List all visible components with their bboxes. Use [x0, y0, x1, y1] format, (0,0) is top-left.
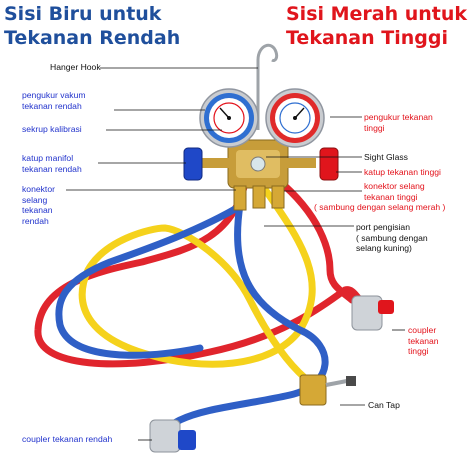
- blue-side-title-line-1: Sisi Biru untuk: [4, 3, 162, 25]
- calibration-screw-label: sekrup kalibrasi: [22, 124, 82, 134]
- charging-port-label: port pengisian ( sambung dengan selang k…: [356, 222, 428, 254]
- low-gauge-label-line-1: pengukur vakum: [22, 90, 86, 100]
- hanger-hook-label: Hanger Hook: [50, 62, 101, 72]
- high-connector-label-line-2: tekanan tinggi: [364, 191, 418, 202]
- low-coupler-label: coupler tekanan rendah: [22, 434, 113, 444]
- yellow-hose: [78, 181, 316, 382]
- high-valve-knob: [286, 147, 339, 181]
- charging-port-label-line-1: port pengisian: [356, 222, 410, 232]
- high-pressure-gauge: [265, 88, 325, 148]
- high-connector-label: konektor selang tekanan tinggi ( sambung…: [314, 181, 445, 213]
- low-pressure-gauge: [199, 88, 259, 148]
- low-coupler: [149, 419, 196, 453]
- red-side-title-line-1: Sisi Merah untuk: [286, 3, 468, 25]
- low-connector-label-line-4: rendah: [22, 215, 49, 226]
- high-coupler: [351, 295, 394, 331]
- red-side-title-line-2: Tekanan Tinggi: [286, 27, 448, 49]
- high-coupler-label-line-1: coupler: [408, 325, 437, 335]
- high-coupler-label: coupler tekanan tinggi: [408, 325, 439, 357]
- low-connector-label: konektor selang tekanan rendah: [22, 184, 55, 226]
- blue-hose-loop: [55, 201, 246, 359]
- low-valve-label-line-1: katup manifol: [22, 153, 74, 163]
- low-gauge-label: pengukur vakum tekanan rendah: [22, 90, 86, 111]
- high-hose-fitting: [271, 185, 285, 209]
- leader-lines: [66, 67, 405, 441]
- low-valve-label: katup manifol tekanan rendah: [22, 153, 82, 174]
- low-valve-knob: [183, 147, 230, 181]
- blue-side-title: Sisi Biru untuk Tekanan Rendah: [4, 2, 180, 50]
- can-tap: [299, 374, 356, 406]
- low-connector-label-line-2: selang: [22, 194, 48, 205]
- high-gauge-label-line-1: pengukur tekanan: [364, 112, 433, 122]
- high-connector-label-line-1: konektor selang: [364, 181, 425, 191]
- hanger-hook: [256, 43, 279, 130]
- blue-side-title-line-2: Tekanan Rendah: [4, 27, 181, 49]
- red-side-title: Sisi Merah untuk Tekanan Tinggi: [286, 2, 467, 50]
- high-gauge-label: pengukur tekanan tinggi: [364, 112, 433, 133]
- red-hose-outer: [274, 176, 356, 304]
- charging-port-label-line-2: ( sambung dengan: [356, 232, 428, 243]
- sight-glass: [250, 156, 266, 172]
- high-coupler-label-line-3: tinggi: [408, 346, 429, 357]
- sight-glass-label: Sight Glass: [364, 152, 408, 162]
- high-coupler-label-line-2: tekanan: [408, 335, 439, 346]
- low-hose-fitting: [233, 185, 247, 211]
- can-tap-label: Can Tap: [368, 400, 400, 410]
- low-connector-label-line-1: konektor: [22, 184, 55, 194]
- high-connector-label-line-3: ( sambung dengan selang merah ): [314, 202, 446, 213]
- low-valve-label-line-2: tekanan rendah: [22, 163, 82, 174]
- low-connector-label-line-3: tekanan: [22, 205, 53, 216]
- high-valve-label: katup tekanan tinggi: [364, 167, 441, 177]
- charging-port-label-line-3: selang kuning): [356, 243, 412, 254]
- high-gauge-label-line-2: tinggi: [364, 122, 385, 133]
- low-gauge-label-line-2: tekanan rendah: [22, 100, 82, 111]
- charging-port-fitting: [252, 185, 266, 209]
